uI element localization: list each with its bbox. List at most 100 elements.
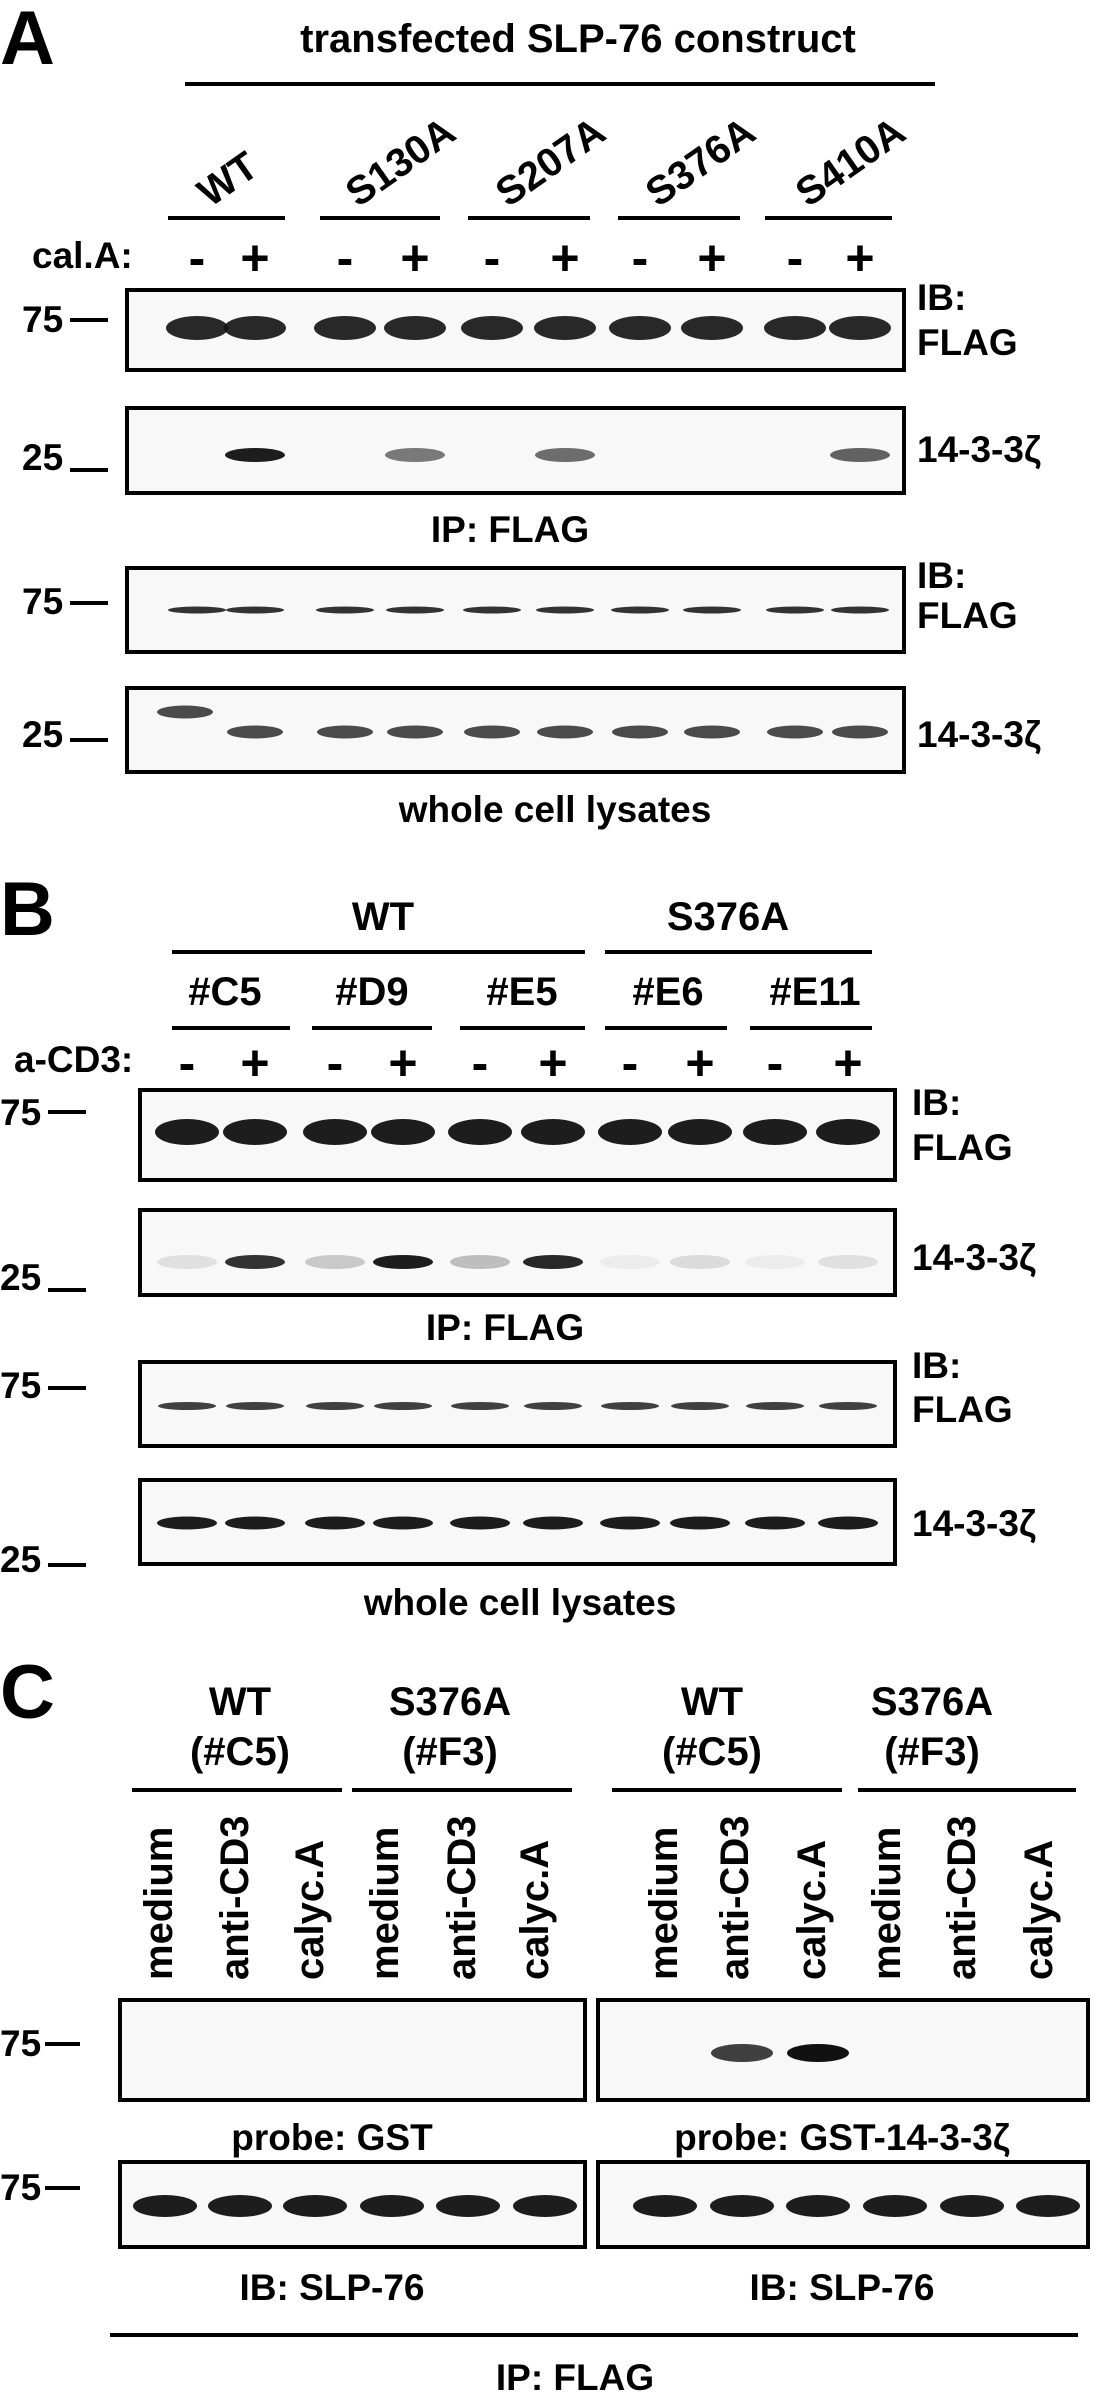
panel-b-group-wt: WT xyxy=(352,895,414,939)
band xyxy=(155,1119,219,1145)
svg-text:+: + xyxy=(550,230,579,286)
panel-c-blot-ib-slp76-left xyxy=(118,2160,587,2249)
band xyxy=(832,725,888,739)
panel-b: B WT S376A #C5 #D9 #E5 #E6 #E11 a-CD3: -… xyxy=(0,867,1036,1623)
panel-c-left-group2-clone: (#F3) xyxy=(402,1730,498,1774)
band xyxy=(360,2195,424,2217)
panel-a-wcl-caption: whole cell lysates xyxy=(398,789,712,830)
band xyxy=(371,1119,435,1145)
svg-text:#E11: #E11 xyxy=(769,970,860,1014)
panel-b-blot-ip-flag-bands xyxy=(155,1119,880,1145)
band xyxy=(786,2195,850,2217)
panel-c-right-group2: S376A xyxy=(871,1680,993,1724)
panel-a-mw-75-a: 75 xyxy=(22,299,63,340)
panel-a-treatment-label: cal.A: xyxy=(32,235,133,276)
svg-text:-: - xyxy=(484,230,501,286)
band xyxy=(831,606,889,614)
panel-c-mw-75-b: 75 xyxy=(0,2167,41,2208)
svg-text:-: - xyxy=(327,1035,344,1091)
panel-b-blot-wcl-zeta-bands xyxy=(157,1516,878,1530)
band xyxy=(225,448,285,462)
panel-b-blot-ip-zeta xyxy=(138,1208,897,1297)
svg-text:-: - xyxy=(622,1035,639,1091)
panel-b-zeta-label-2: 14-3-3ζ xyxy=(912,1503,1036,1544)
band xyxy=(227,725,283,739)
band xyxy=(600,1255,660,1269)
panel-a: A transfected SLP-76 construct WT S130A … xyxy=(0,0,1041,830)
band xyxy=(225,1516,285,1530)
svg-text:+: + xyxy=(240,1035,269,1091)
panel-b-mw-75-a: 75 xyxy=(0,1092,41,1133)
svg-text:-: - xyxy=(767,1035,784,1091)
band xyxy=(668,1119,732,1145)
band xyxy=(513,2195,577,2217)
panel-c-right-group1-clone: (#C5) xyxy=(662,1730,762,1774)
panel-c-condition-labels: medium anti-CD3 calyc.A medium anti-CD3 … xyxy=(137,1816,1061,1980)
panel-b-signs: - + - + - + - + - + xyxy=(179,1035,863,1091)
svg-text:-: - xyxy=(787,230,804,286)
band xyxy=(684,725,740,739)
band xyxy=(224,316,286,340)
band xyxy=(611,606,669,614)
panel-a-ip-caption: IP: FLAG xyxy=(431,509,589,550)
lane-label-s207a: S207A xyxy=(488,109,613,215)
band xyxy=(633,2195,697,2217)
band xyxy=(461,316,523,340)
band xyxy=(225,1255,285,1269)
svg-text:+: + xyxy=(538,1035,567,1091)
panel-c-blot-probe-gst xyxy=(118,1998,587,2102)
panel-b-mw-75-b: 75 xyxy=(0,1365,41,1406)
band xyxy=(711,2044,773,2062)
lane-label-s130a: S130A xyxy=(338,109,463,215)
band xyxy=(450,1255,510,1269)
band xyxy=(829,316,891,340)
band xyxy=(283,2195,347,2217)
svg-text:+: + xyxy=(685,1035,714,1091)
band xyxy=(463,606,521,614)
band xyxy=(436,2195,500,2217)
svg-text:medium: medium xyxy=(137,1827,181,1980)
band xyxy=(226,606,284,614)
band xyxy=(601,1402,659,1410)
band xyxy=(746,1402,804,1410)
panel-c-blot-probe-gst-zeta-bands xyxy=(711,2044,849,2062)
panel-a-signs: - + - + - + - + - + xyxy=(189,230,875,286)
svg-text:anti-CD3: anti-CD3 xyxy=(213,1816,257,1980)
panel-a-ib-label-1: IB: xyxy=(917,277,966,318)
band xyxy=(600,1516,660,1530)
svg-text:medium: medium xyxy=(363,1827,407,1980)
svg-text:-: - xyxy=(632,230,649,286)
band xyxy=(818,1516,878,1530)
band xyxy=(863,2195,927,2217)
band xyxy=(448,1119,512,1145)
svg-text:anti-CD3: anti-CD3 xyxy=(713,1816,757,1980)
svg-text:anti-CD3: anti-CD3 xyxy=(440,1816,484,1980)
panel-a-flag-label-1: FLAG xyxy=(917,322,1018,363)
svg-text:calyc.A: calyc.A xyxy=(790,1840,834,1980)
svg-text:-: - xyxy=(337,230,354,286)
panel-a-lane-labels: WT S130A S207A S376A S410A xyxy=(190,109,913,215)
panel-b-blot-ip-zeta-bands xyxy=(157,1255,878,1269)
panel-a-zeta-label-1: 14-3-3ζ xyxy=(917,429,1041,470)
band xyxy=(830,448,890,462)
band xyxy=(536,606,594,614)
svg-text:calyc.A: calyc.A xyxy=(288,1840,332,1980)
band xyxy=(384,316,446,340)
panel-c-left-group2: S376A xyxy=(389,1680,511,1724)
band xyxy=(745,1255,805,1269)
band xyxy=(764,316,826,340)
panel-c-right-group1: WT xyxy=(681,1680,743,1724)
band xyxy=(314,316,376,340)
svg-text:medium: medium xyxy=(865,1827,909,1980)
panel-c-mw-75-a: 75 xyxy=(0,2023,41,2064)
panel-b-clone-labels: #C5 #D9 #E5 #E6 #E11 xyxy=(188,970,860,1014)
panel-b-ip-caption: IP: FLAG xyxy=(426,1307,584,1348)
band xyxy=(523,1516,583,1530)
panel-a-zeta-label-2: 14-3-3ζ xyxy=(917,714,1041,755)
svg-text:+: + xyxy=(833,1035,862,1091)
panel-b-mw-25-b: 25 xyxy=(0,1539,41,1580)
band xyxy=(157,705,213,719)
svg-text:calyc.A: calyc.A xyxy=(513,1840,557,1980)
panel-c-left-group1: WT xyxy=(209,1680,271,1724)
